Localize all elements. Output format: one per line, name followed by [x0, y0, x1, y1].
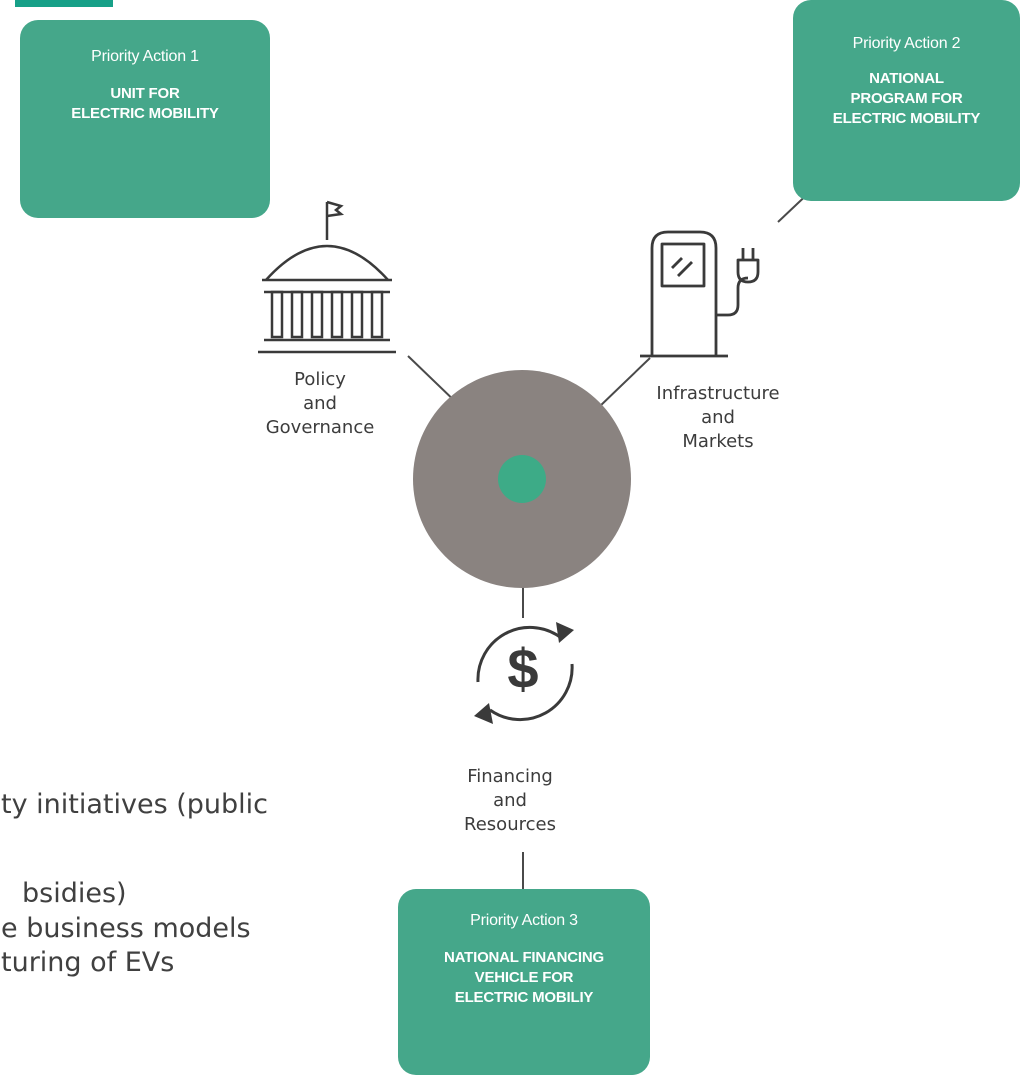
pillar-policy-line-3: Governance [265, 417, 375, 438]
pillar-fin-line-1: Financing [467, 766, 553, 787]
priority-action-2-title: NATIONAL PROGRAM FOR ELECTRIC MOBILITY [793, 69, 1020, 129]
priority-action-1-heading: Priority Action 1 [91, 48, 199, 65]
accent-bar [15, 0, 113, 7]
connector-infra-hub [597, 357, 651, 409]
priority-action-2-box: Priority Action 2 NATIONAL PROGRAM FOR E… [793, 0, 1020, 201]
priority-action-1-line-1: UNIT FOR [110, 85, 180, 102]
pillar-infrastructure-markets-label: Infrastructure and Markets [618, 382, 818, 454]
pillar-policy-governance-label: Policy and Governance [245, 368, 395, 440]
svg-text:$: $ [507, 637, 538, 700]
body-text-line-2: bsidies) [22, 878, 127, 909]
ev-charging-station-icon [640, 230, 760, 358]
pillar-infra-line-3: Markets [682, 431, 754, 452]
body-text-line-3: e business models [1, 913, 251, 944]
priority-action-2-line-2: PROGRAM FOR [850, 90, 963, 107]
priority-action-1-box: Priority Action 1 UNIT FOR ELECTRIC MOBI… [20, 20, 270, 218]
pillar-fin-line-3: Resources [464, 814, 556, 835]
priority-action-3-box: Priority Action 3 NATIONAL FINANCING VEH… [398, 889, 650, 1075]
hub-center-dot [498, 455, 546, 503]
pillar-financing-resources-label: Financing and Resources [445, 765, 575, 837]
priority-action-2-heading: Priority Action 2 [852, 35, 961, 52]
pillar-policy-line-1: Policy [294, 369, 346, 390]
priority-action-3-line-1: NATIONAL FINANCING [443, 949, 604, 966]
pillar-infra-line-1: Infrastructure [656, 383, 780, 404]
priority-action-2-line-3: ELECTRIC MOBILITY [832, 110, 981, 127]
priority-action-1-line-2: ELECTRIC MOBILITY [71, 105, 219, 122]
pillar-fin-line-2: and [493, 790, 527, 811]
pillar-infra-line-2: and [701, 407, 735, 428]
priority-action-2-line-1: NATIONAL [869, 70, 944, 87]
body-text-line-4: turing of EVs [1, 947, 175, 978]
priority-action-3-line-2: VEHICLE FOR [474, 969, 574, 986]
priority-action-3-title: NATIONAL FINANCING VEHICLE FOR ELECTRIC … [398, 948, 650, 1008]
priority-action-3-line-3: ELECTRIC MOBILIY [454, 989, 594, 1006]
pillar-policy-line-2: and [303, 393, 337, 414]
priority-action-1-title: UNIT FOR ELECTRIC MOBILITY [20, 84, 270, 124]
priority-action-3-heading: Priority Action 3 [470, 912, 578, 929]
dollar-cycle-icon: $ [474, 622, 574, 724]
body-text-line-1: ty initiatives (public [1, 789, 268, 820]
government-building-icon [258, 200, 396, 354]
